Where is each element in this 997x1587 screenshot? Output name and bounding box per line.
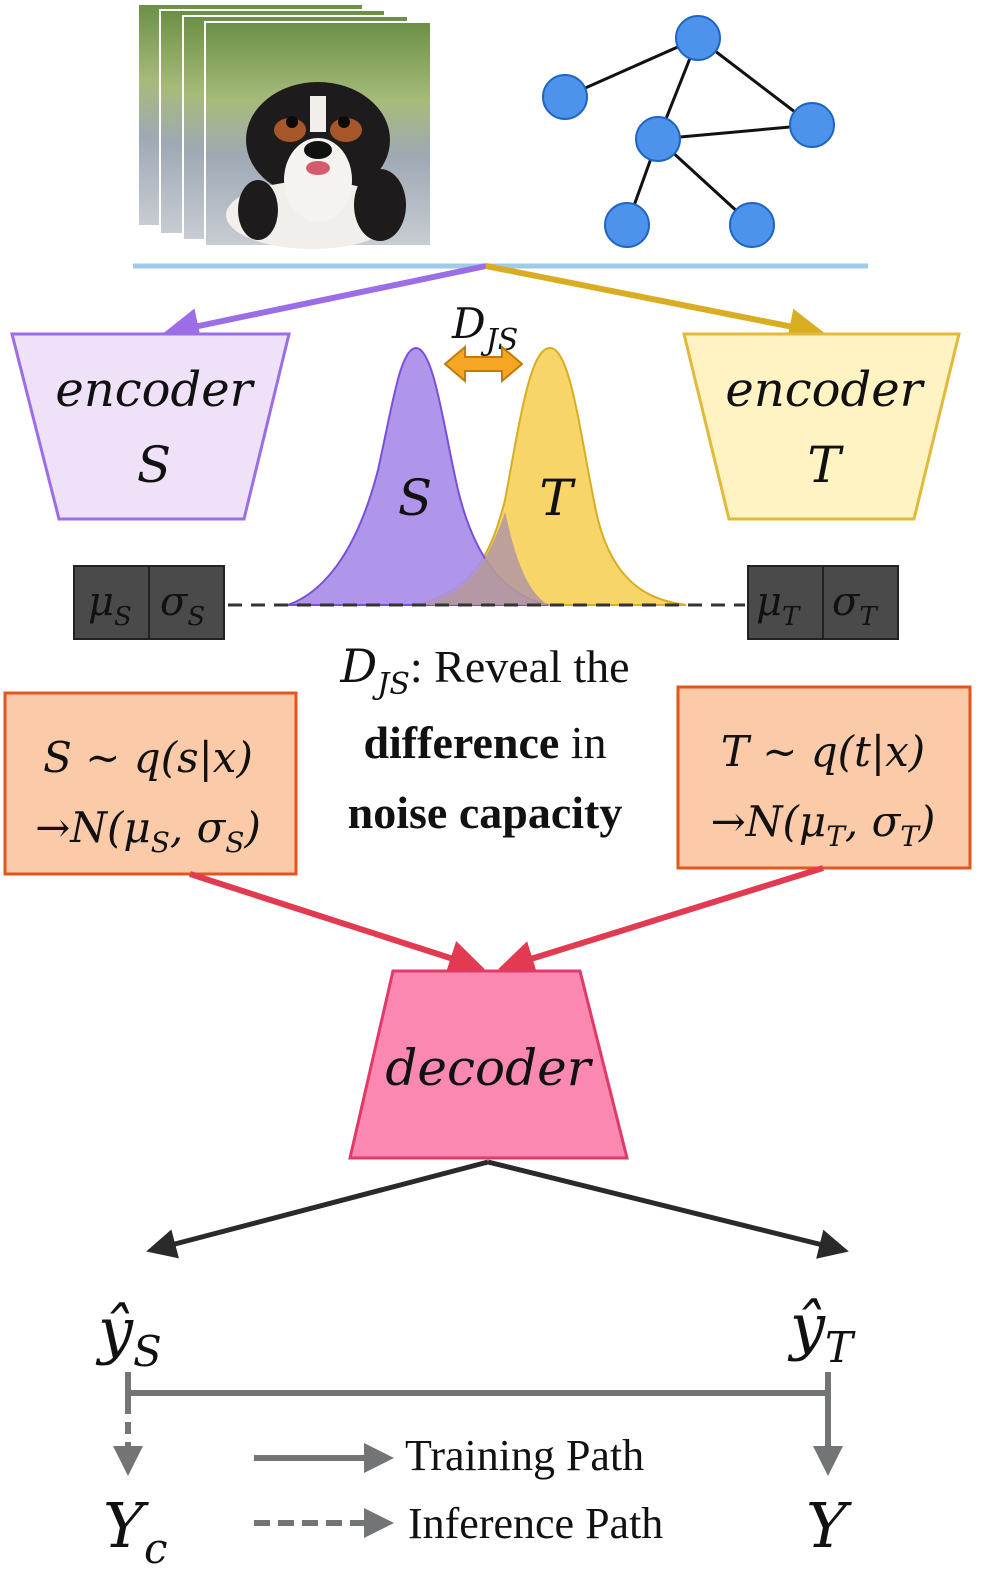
distribution-box-t: T ∼ q(t|x) →N(μT, σT): [676, 685, 972, 870]
distribution-box-s: S ∼ q(s|x) →N(μS, σS): [3, 691, 298, 876]
legend-training-label: Training Path: [405, 1431, 644, 1480]
params-s: μS σS: [73, 565, 225, 640]
dist-t-line1: T ∼ q(t|x): [721, 727, 925, 776]
graph-node: [789, 102, 835, 148]
dist-s-line1: S ∼ q(s|x): [43, 733, 253, 782]
dog-picture: [226, 82, 406, 249]
curve-s: [287, 346, 549, 606]
curves-overlap: [418, 512, 548, 605]
graph-node: [604, 202, 650, 248]
explanation-line1: DJS: Reveal the: [339, 639, 629, 702]
encoder-t-label: encoder: [725, 362, 925, 418]
djs-top-label: DJS: [451, 299, 518, 358]
dist-t-line2: →N(μT, σT): [711, 797, 936, 853]
double-arrow-icon: [443, 344, 524, 384]
encoder-t-var: T: [807, 436, 844, 494]
arrow-to-encoder-t: [485, 263, 826, 345]
curve-t-label: T: [539, 469, 576, 527]
decoder-label: decoder: [385, 1039, 593, 1097]
legend: Training Path Inference Path: [254, 1431, 663, 1548]
sigma-t: σT: [832, 579, 878, 632]
params-t: μT σT: [747, 565, 899, 640]
decoder: decoder: [348, 969, 629, 1160]
mu-s: μS: [88, 579, 132, 632]
dist-s-line2: →N(μS, σS): [35, 803, 261, 859]
graph-node: [729, 202, 775, 248]
image-stack-icon: [137, 3, 432, 249]
sigma-s: σS: [160, 579, 205, 632]
graph-node: [675, 15, 721, 61]
y-label: Y: [806, 1489, 852, 1562]
encoder-t: encoder T: [682, 332, 961, 521]
y-c-label: Yc: [103, 1489, 167, 1573]
graph-node: [542, 74, 588, 120]
encoder-s-label: encoder: [55, 362, 255, 418]
explanation-line3: noise capacity: [348, 787, 623, 838]
y-hat-t: ŷT: [787, 1290, 856, 1372]
explanation-line2: difference in: [363, 717, 606, 768]
arrow-to-ys: [146, 1159, 489, 1259]
mu-t: μT: [756, 579, 801, 632]
arrow-to-yt: [487, 1159, 849, 1259]
y-hat-s: ŷS: [95, 1294, 162, 1376]
explanation-text: DJS: Reveal the difference in noise capa…: [339, 639, 629, 838]
legend-inference-label: Inference Path: [408, 1499, 663, 1548]
graph-icon: [542, 15, 835, 248]
encoder-s: encoder S: [10, 332, 291, 521]
arrow-t-to-decoder: [498, 865, 824, 976]
distribution-curves: S T: [287, 346, 687, 606]
arrow-to-encoder-s: [162, 263, 487, 344]
curve-s-label: S: [398, 469, 432, 527]
graph-node: [635, 116, 681, 162]
arrow-s-to-decoder: [189, 871, 485, 976]
curve-t: [417, 346, 687, 606]
encoder-s-var: S: [137, 436, 171, 494]
